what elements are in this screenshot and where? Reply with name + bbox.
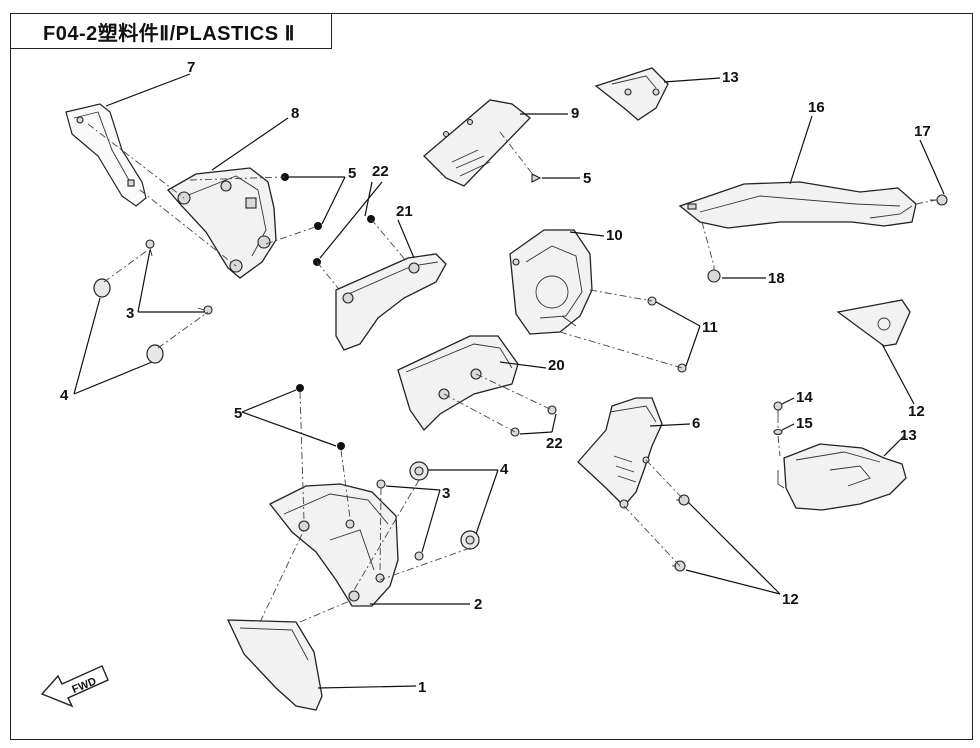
part-4-grommet [409, 461, 429, 481]
callout-16: 14 [796, 389, 813, 406]
callout-22: 22 [372, 163, 389, 180]
part-19-screw [930, 194, 948, 206]
part-8-bracket-cover [166, 167, 277, 279]
callout-9: 9 [571, 105, 579, 122]
part-17-washer [773, 428, 783, 436]
callout-3: 3 [442, 485, 450, 502]
callout-2: 2 [474, 596, 482, 613]
part-9-cover-plate [423, 99, 531, 187]
callout-14: 12 [908, 403, 925, 420]
part-5-clip-nut [337, 442, 345, 450]
leader-lines [73, 73, 945, 689]
callout-12: 12 [782, 591, 799, 608]
callout-13: 13 [722, 69, 739, 86]
callout-4: 4 [500, 461, 509, 478]
part-18-rear-fender [678, 181, 917, 229]
part-4-grommet [146, 344, 164, 364]
callout-19: 17 [914, 123, 931, 140]
part-3-screw [414, 551, 424, 561]
part-22-bolt [547, 405, 557, 415]
callout-21: 21 [396, 203, 413, 220]
callout-1: 1 [418, 679, 426, 696]
part-5-clip-nut [531, 173, 542, 183]
part-2-lower-side-cover [268, 483, 399, 607]
callout-3: 3 [126, 305, 134, 322]
callout-8: 8 [291, 105, 299, 122]
callout-11: 11 [702, 319, 718, 336]
part-5-clip-nut [296, 384, 304, 392]
callout-4: 4 [60, 387, 69, 404]
callout-18: 16 [808, 99, 825, 116]
callout-5: 5 [583, 170, 591, 187]
part-20-bracket-plate [397, 335, 519, 432]
part-14-reflector-plate [836, 299, 911, 347]
callout-20: 20 [548, 357, 565, 374]
part-3-screw [376, 479, 386, 489]
part-19-screw [707, 266, 721, 283]
part-4-grommet [93, 278, 111, 298]
drawing-frame [10, 13, 973, 740]
callout-15: 13 [900, 427, 917, 444]
callout-6: 6 [692, 415, 700, 432]
part-12-bolt [672, 560, 686, 572]
part-13-small-cover [594, 67, 669, 121]
callout-10: 10 [606, 227, 623, 244]
callout-5: 5 [348, 165, 356, 182]
part-21-bracket [335, 253, 447, 351]
part-4-grommet [460, 530, 480, 550]
callout-22: 22 [546, 435, 563, 452]
callout-7: 7 [187, 59, 195, 76]
callout-5: 5 [234, 405, 242, 422]
callout-labels: 7 8 5 22 21 3 4 9 5 13 10 11 16 17 18 12… [60, 59, 931, 696]
part-16-screw [773, 401, 783, 416]
part-3-screw [197, 305, 213, 315]
diagram-title: F04-2塑料件Ⅱ/PLASTICS Ⅱ [10, 13, 332, 49]
part-6-inner-cover [577, 397, 663, 509]
diagram-title-text: F04-2塑料件Ⅱ/PLASTICS Ⅱ [43, 22, 295, 45]
part-3-screw [145, 239, 155, 257]
fwd-direction-arrow-icon: FWD [40, 665, 109, 708]
part-7-side-panel [65, 103, 147, 207]
part-15-rear-cover [777, 443, 907, 511]
callout-19: 18 [768, 270, 785, 287]
part-11-bolt [677, 363, 687, 373]
callout-17: 15 [796, 415, 813, 432]
part-12-bolt [676, 494, 690, 506]
part-10-sprocket-cover [509, 229, 593, 335]
part-1-lower-cover [226, 619, 323, 711]
